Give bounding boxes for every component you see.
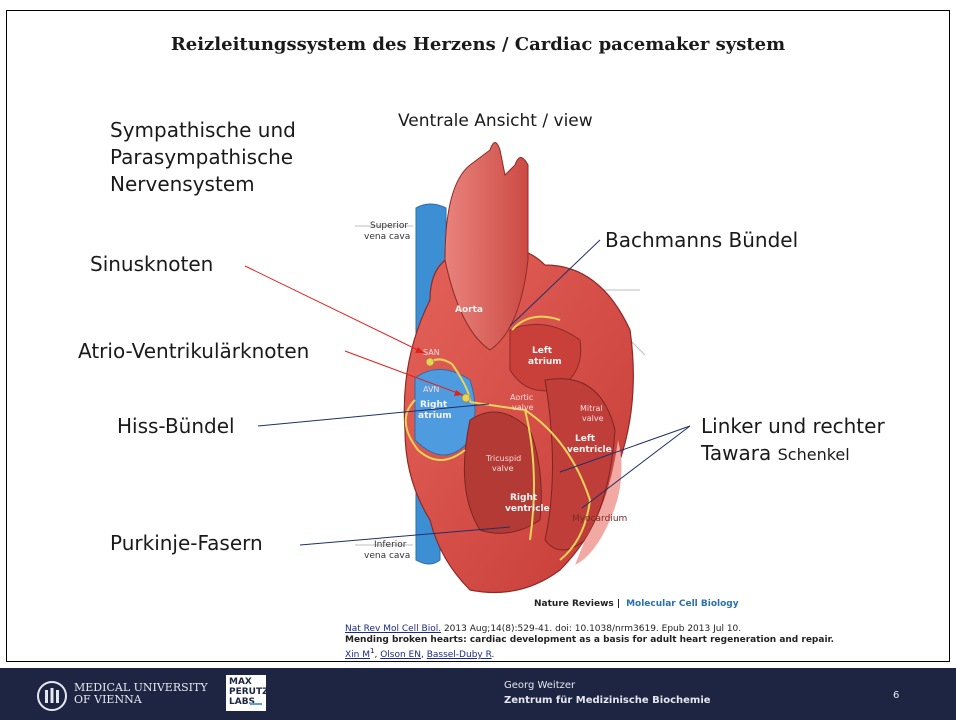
citation-line1: Nat Rev Mol Cell Biol. 2013 Aug;14(8):52… — [345, 624, 834, 635]
label-tawara: Linker und rechter Tawara Schenkel — [701, 413, 885, 468]
author-link-3[interactable]: Bassel-Duby R — [427, 650, 492, 660]
article-title: Mending broken hearts: cardiac developme… — [345, 635, 834, 646]
av-node — [462, 394, 470, 402]
labs-logo: MAX PERUTZ LABS — [226, 675, 266, 711]
san-label: SAN — [423, 348, 440, 357]
label-bachmann: Bachmanns Bündel — [605, 227, 798, 254]
aortic-valve-label: Aortic — [510, 393, 533, 402]
label-view: Ventrale Ansicht / view — [398, 108, 593, 135]
labs-logo-line3: LABS — [229, 697, 269, 707]
label-tawara-line1: Linker und rechter — [701, 413, 885, 440]
myocardium-label: Myocardium — [572, 514, 627, 524]
left-atrium-label: Left — [532, 346, 553, 356]
presenter-name: Georg Weitzer — [504, 680, 575, 691]
tricuspid-valve-label-2: valve — [492, 464, 514, 473]
label-tawara-schenkel: Schenkel — [778, 445, 850, 464]
page-number: 6 — [893, 690, 899, 701]
author-period: . — [492, 650, 495, 660]
label-nervous-system-line3: Nervensystem — [110, 171, 296, 198]
figure-source: Nature Reviews | Molecular Cell Biology — [534, 599, 739, 609]
footer-bar: MEDICAL UNIVERSITY OF VIENNA MAX PERUTZ … — [0, 668, 956, 720]
sinus-node — [426, 358, 434, 366]
label-sinusknoten: Sinusknoten — [90, 251, 213, 278]
tricuspid-valve-label: Tricuspid — [485, 454, 521, 463]
label-nervous-system-line1: Sympathische und — [110, 117, 296, 144]
aortic-valve-label-2: valve — [512, 403, 534, 412]
mitral-valve-label: Mitral — [580, 404, 603, 413]
university-name: MEDICAL UNIVERSITY OF VIENNA — [74, 682, 208, 706]
aorta-label: Aorta — [455, 305, 483, 315]
avn-label: AVN — [423, 385, 439, 394]
labs-logo-accent — [250, 703, 262, 705]
right-ventricle-label-2: ventricle — [505, 504, 550, 514]
right-ventricle-label: Right — [510, 493, 538, 503]
institute-name: Zentrum für Medizinische Biochemie — [504, 695, 711, 706]
left-atrium-label-2: atrium — [528, 357, 562, 367]
label-purkinje: Purkinje-Fasern — [110, 530, 263, 557]
label-nervous-system-line2: Parasympathische — [110, 144, 296, 171]
superior-vena-cava-label: Superior — [370, 221, 408, 231]
university-logo-icon — [36, 680, 68, 712]
labs-logo-line2: PERUTZ — [229, 687, 269, 697]
author-link-1[interactable]: Xin M — [345, 650, 370, 660]
journal-details: 2013 Aug;14(8):529-41. doi: 10.1038/nrm3… — [444, 624, 741, 634]
citation: Nat Rev Mol Cell Biol. 2013 Aug;14(8):52… — [345, 624, 834, 661]
inferior-vena-cava-label: Inferior — [374, 540, 407, 550]
university-name-line2: OF VIENNA — [74, 694, 208, 706]
labs-logo-line1: MAX — [229, 677, 269, 687]
left-ventricle-label-2: ventricle — [567, 445, 612, 455]
left-ventricle-label: Left — [575, 434, 596, 444]
label-nervous-system: Sympathische und Parasympathische Nerven… — [110, 117, 296, 198]
label-tawara-line2: Tawara Schenkel — [701, 440, 885, 468]
superior-vena-cava-label-2: vena cava — [364, 232, 410, 242]
author-link-2[interactable]: Olson EN — [380, 650, 421, 660]
label-hiss-bundle: Hiss-Bündel — [117, 413, 235, 440]
citation-authors: Xin M1, Olson EN, Bassel-Duby R. — [345, 646, 834, 661]
label-tawara-name: Tawara — [701, 441, 771, 465]
right-atrium-label-2: atrium — [418, 411, 452, 421]
label-av-node: Atrio-Ventrikulärknoten — [78, 338, 309, 365]
journal-link[interactable]: Nat Rev Mol Cell Biol. — [345, 624, 441, 634]
labs-logo-text: MAX PERUTZ LABS — [229, 677, 269, 707]
inferior-vena-cava-label-2: vena cava — [364, 551, 410, 561]
mitral-valve-label-2: valve — [582, 414, 604, 423]
